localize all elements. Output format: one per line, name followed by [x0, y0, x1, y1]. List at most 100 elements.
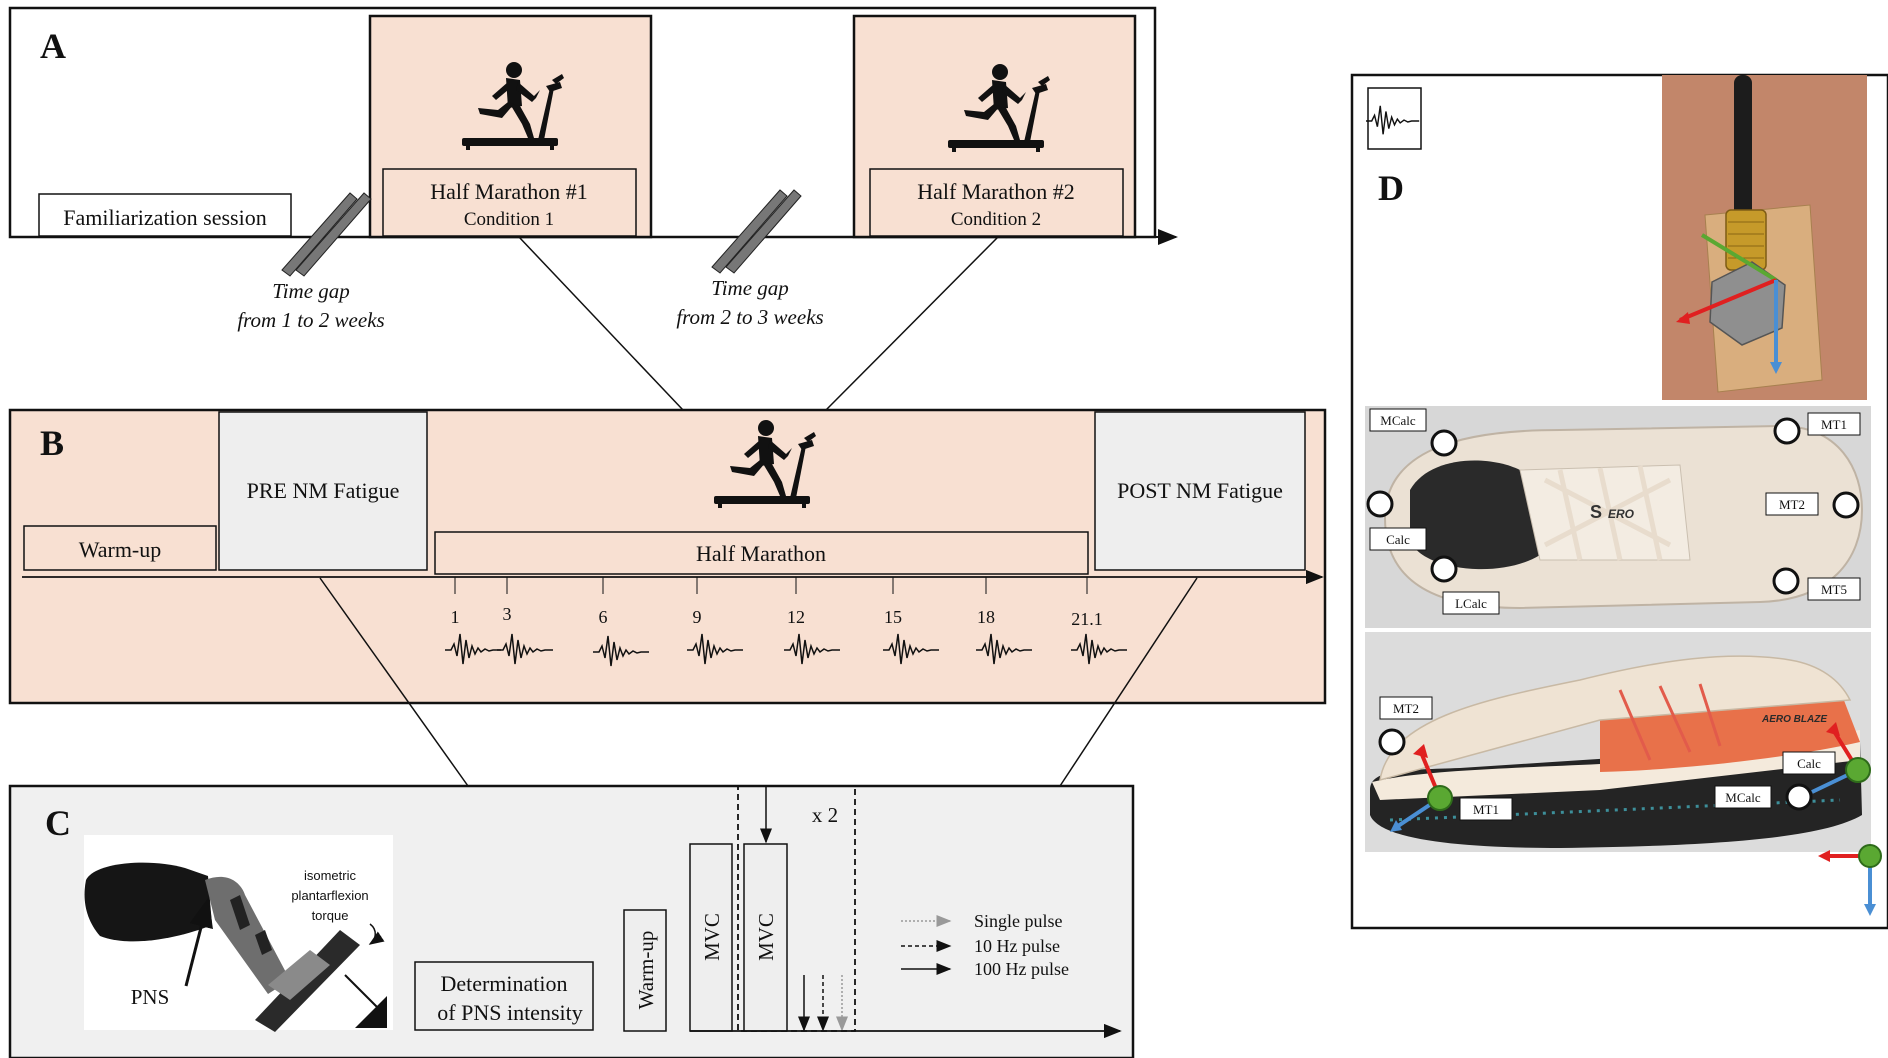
km-mark: 6 — [592, 577, 650, 667]
pre-fatigue-box — [218, 411, 428, 571]
time-gap-1-line1: Time gap — [272, 279, 350, 303]
torque-label-line2: plantarflexion — [291, 888, 368, 903]
marker-mt1-side — [1427, 785, 1453, 811]
panel-d: D — [1350, 73, 1888, 930]
shoe-side-view-photo: AERO BLAZE — [1365, 632, 1871, 852]
familiarization-box — [38, 193, 292, 237]
svg-text:S: S — [1590, 502, 1602, 522]
half-marathon-1-condition: Condition 1 — [464, 209, 554, 230]
label-lcalc: LCalc — [1455, 596, 1487, 611]
pns-arrow — [184, 897, 213, 987]
shoe-opening — [1410, 460, 1540, 570]
marker-mt2-side — [1378, 728, 1406, 756]
top-view-labels: MCalc MT1 MT2 Calc LCalc MT5 — [1369, 408, 1861, 615]
km-mark: 1 — [444, 577, 502, 665]
torque-label-line3: torque — [312, 908, 349, 923]
half-marathon-2-title: Half Marathon #2 — [917, 179, 1075, 204]
dynamometer-photo: PNS isometric plantarflexion torque — [84, 835, 393, 1032]
mvc-2-box — [743, 843, 788, 1032]
km-tick-label: 12 — [787, 607, 805, 627]
label-calc: Calc — [1386, 532, 1410, 547]
km-mark: 18 — [975, 577, 1033, 665]
label-mt2-side: MT2 — [1393, 701, 1419, 716]
warmup-box — [23, 525, 217, 571]
label-mt2: MT2 — [1779, 497, 1805, 512]
label-mt1-side: MT1 — [1473, 802, 1499, 817]
zoom-connector — [1059, 577, 1198, 787]
sensor-cable — [1734, 75, 1752, 225]
label-mcalc-side: MCalc — [1725, 790, 1761, 805]
emg-icon-box — [1367, 87, 1422, 150]
legend-single-pulse-label: Single pulse — [974, 911, 1063, 931]
torque-arrow — [368, 923, 385, 945]
panel-d-letter: D — [1378, 168, 1404, 208]
marker-mt1 — [1773, 417, 1801, 445]
post-fatigue-box — [1094, 411, 1306, 571]
km-marks: 1 3 6 9 12 — [444, 577, 1128, 667]
km-mark: 9 — [686, 577, 744, 665]
label-mt5: MT5 — [1821, 582, 1847, 597]
top-view-markers — [1366, 417, 1860, 595]
km-mark: 12 — [783, 577, 841, 665]
zoom-connector — [518, 236, 684, 411]
marker-mcalc-side — [1785, 783, 1813, 811]
pns-label: PNS — [131, 985, 170, 1009]
half-marathon-box — [434, 531, 1089, 575]
panel-c-warmup-label: Warm-up — [634, 931, 658, 1010]
mvc-1-label: MVC — [700, 913, 724, 961]
torque-label-line1: isometric — [304, 868, 357, 883]
zoom-connector — [319, 577, 469, 787]
km-tick-label: 9 — [693, 607, 702, 627]
marker-lcalc — [1430, 555, 1458, 583]
svg-text:AERO BLAZE: AERO BLAZE — [1761, 714, 1827, 725]
panel-c-letter: C — [45, 803, 71, 843]
shoe-upper-side — [1379, 655, 1852, 782]
half-marathon-label: Half Marathon — [696, 541, 826, 566]
svg-text:ERO: ERO — [1608, 507, 1635, 521]
km-mark: 3 — [496, 577, 554, 665]
pre-fatigue-label: PRE NM Fatigue — [247, 478, 400, 503]
legend-10hz-pulse-label: 10 Hz pulse — [974, 936, 1060, 956]
km-tick-label: 18 — [977, 607, 995, 627]
half-marathon-1-title: Half Marathon #1 — [430, 179, 588, 204]
zoom-connector — [825, 236, 999, 411]
marker-mcalc — [1430, 429, 1458, 457]
label-mt1: MT1 — [1821, 417, 1847, 432]
time-gap-1-break-mark — [281, 192, 372, 277]
side-view-labels: MT2 Calc MT1 MCalc — [1379, 696, 1836, 821]
time-gap-1-line2: from 1 to 2 weeks — [237, 308, 384, 332]
half-marathon-2-condition: Condition 2 — [951, 209, 1041, 230]
pulse-legend: Single pulse 10 Hz pulse 100 Hz pulse — [901, 911, 1069, 979]
marker-mt5 — [1772, 567, 1800, 595]
side-view-markers — [1378, 722, 1882, 916]
post-fatigue-label: POST NM Fatigue — [1117, 478, 1283, 503]
km-mark: 15 — [882, 577, 940, 665]
pns-intensity-line2: of PNS intensity — [437, 1000, 582, 1025]
km-tick-label: 6 — [599, 607, 608, 627]
km-tick-label: 21.1 — [1071, 609, 1103, 629]
marker-calc — [1366, 490, 1394, 518]
pns-intensity-line1: Determination — [440, 971, 567, 996]
label-calc-side: Calc — [1797, 756, 1821, 771]
km-mark: 21.1 — [1070, 577, 1128, 665]
participant-shank — [205, 876, 290, 994]
familiarization-label: Familiarization session — [63, 205, 266, 230]
mvc-2-label: MVC — [754, 913, 778, 961]
marker-calc-side — [1845, 757, 1871, 783]
label-mcalc: MCalc — [1380, 413, 1416, 428]
half-marathon-2-label-box — [869, 168, 1124, 237]
axis-red — [1679, 278, 1777, 322]
axis-green — [1700, 233, 1778, 282]
pns-intensity-box — [414, 961, 594, 1031]
panel-c-warmup-box — [623, 909, 667, 1032]
half-marathon-1-label-box — [382, 168, 637, 237]
km-tick-label: 3 — [503, 604, 512, 624]
legend-100hz-pulse-label: 100 Hz pulse — [974, 959, 1069, 979]
marker-mt2 — [1832, 491, 1860, 519]
km-tick-label: 15 — [884, 607, 902, 627]
time-gap-2-line2: from 2 to 3 weeks — [676, 305, 823, 329]
reference-frame-marker — [1858, 844, 1882, 868]
panel-a-letter: A — [40, 26, 66, 66]
panel-b: B Warm-up PRE NM Fatigue Half Marathon P… — [8, 408, 1327, 787]
